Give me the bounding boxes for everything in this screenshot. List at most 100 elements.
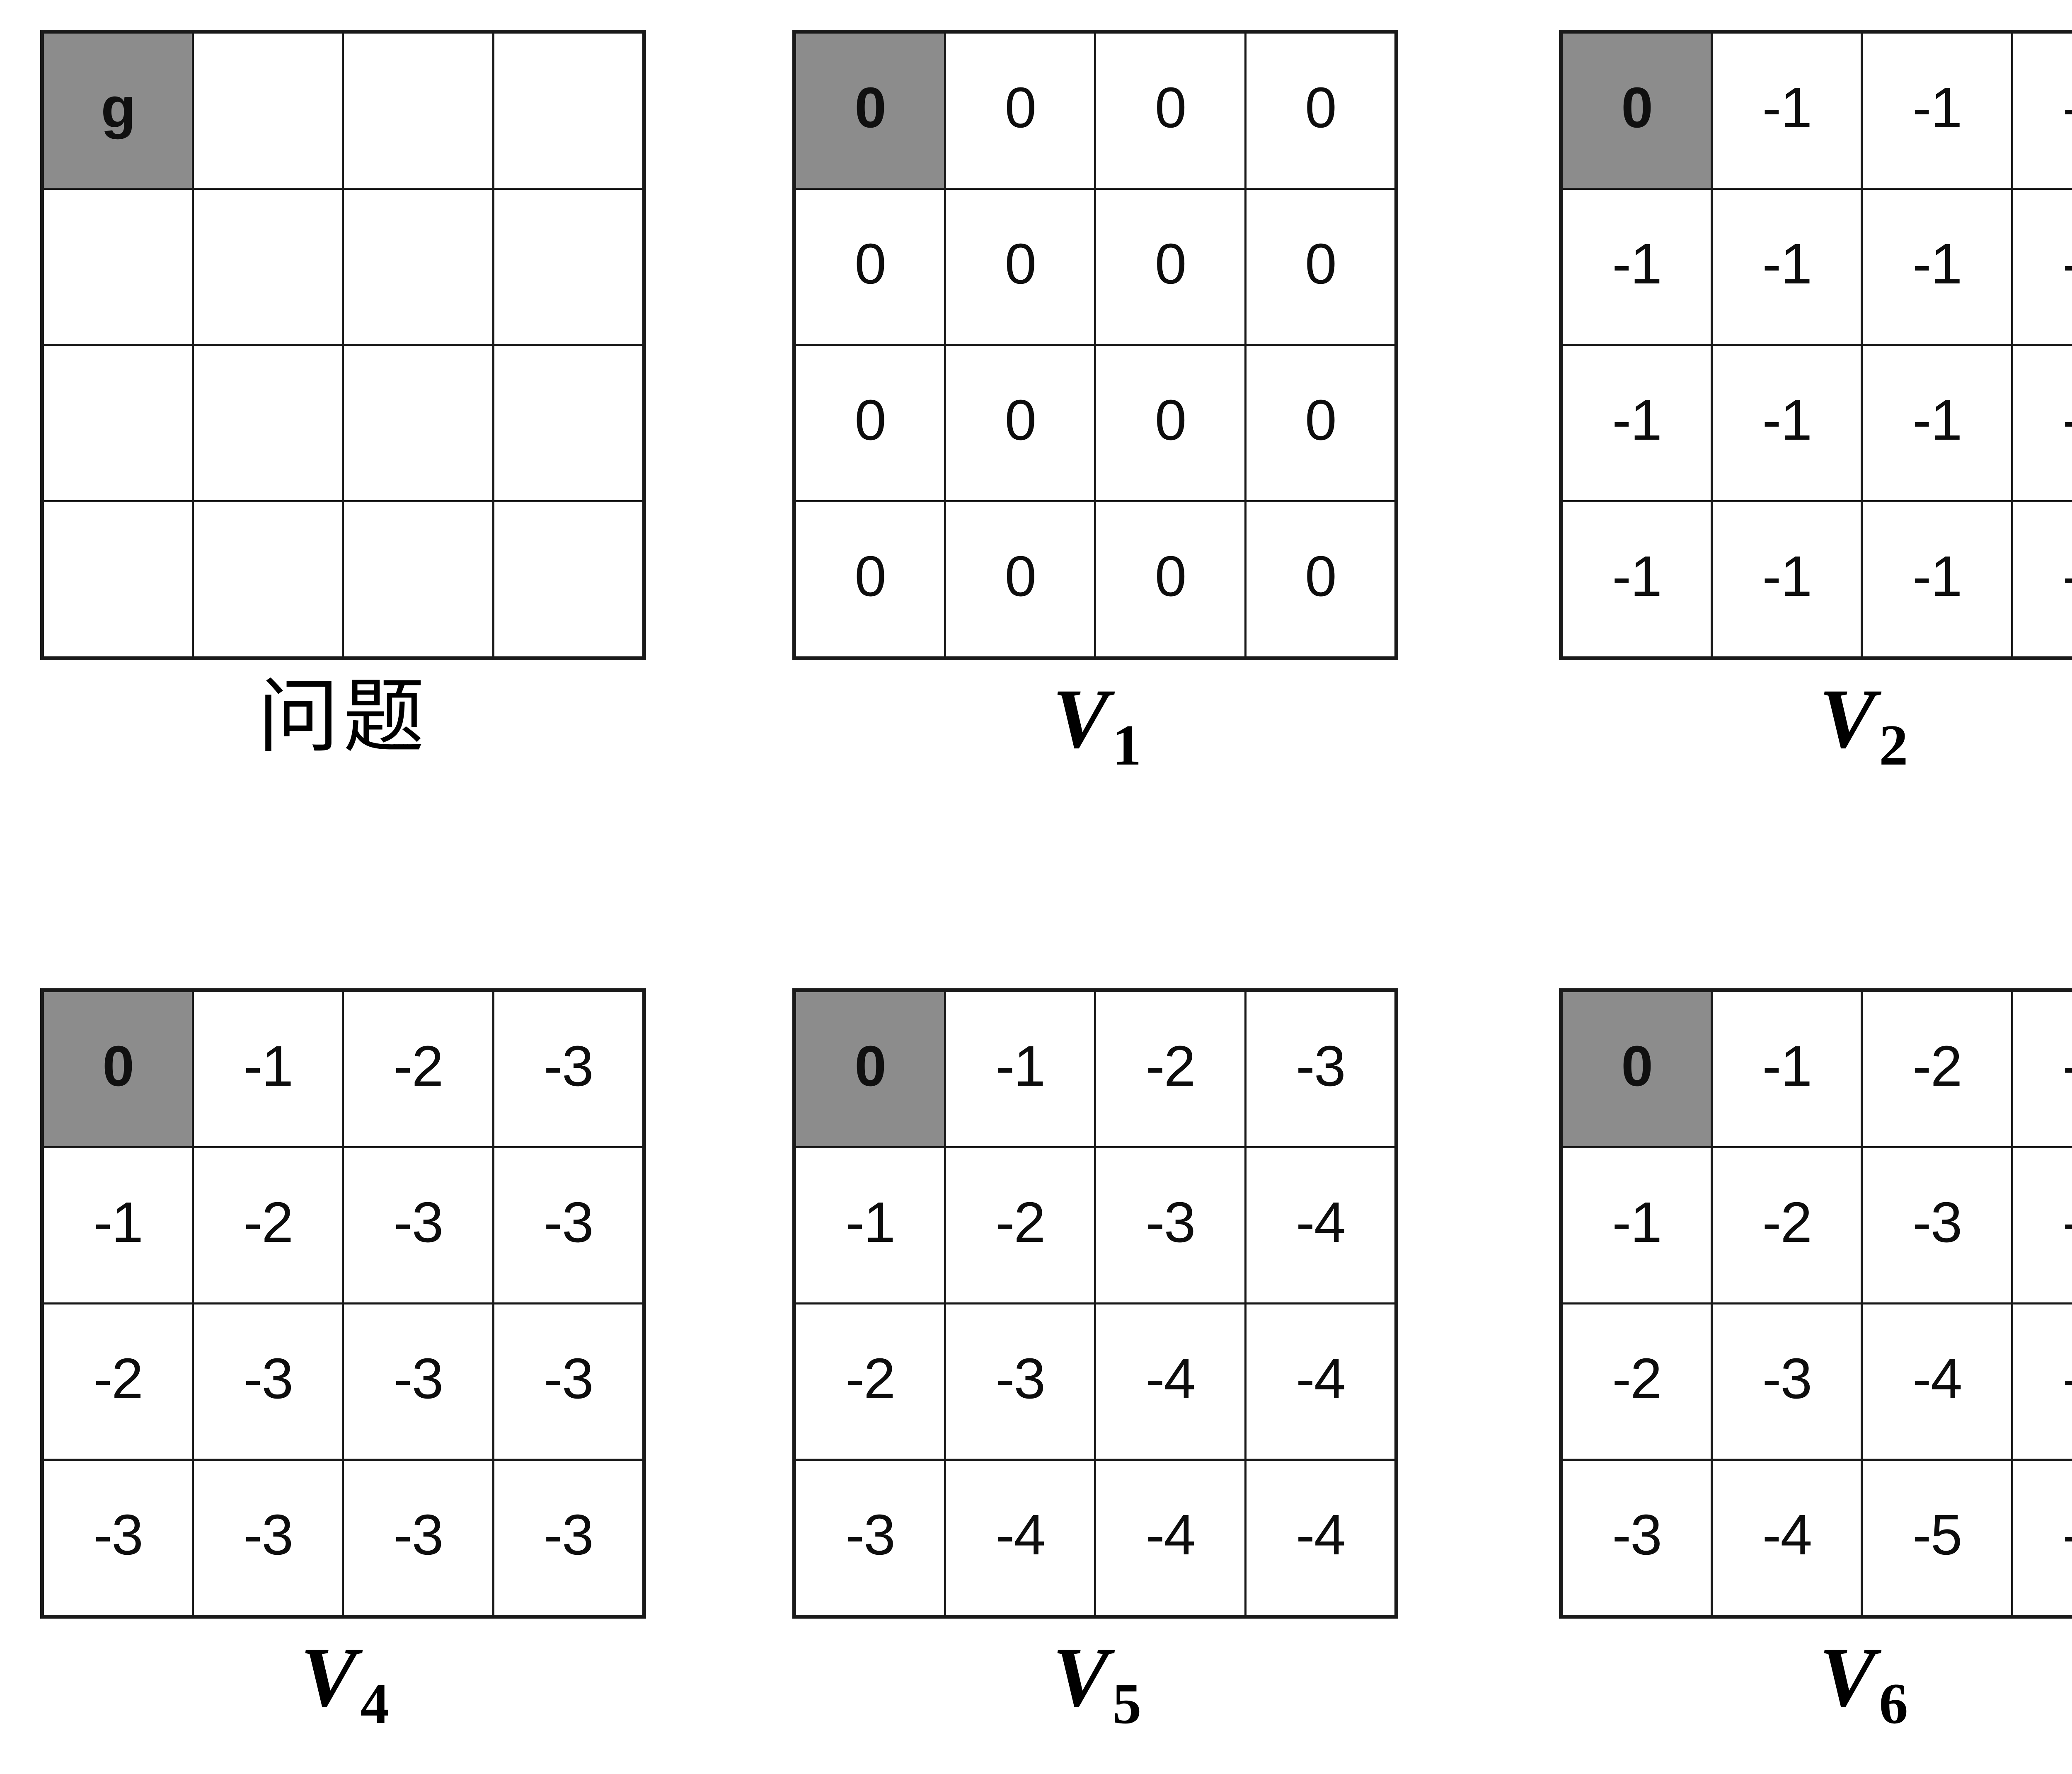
grid-cell: -1 xyxy=(1711,344,1863,502)
cell-value: 0 xyxy=(1155,388,1187,452)
grid-cell: -1 xyxy=(1861,188,2013,346)
grid-cell: -1 xyxy=(1861,344,2013,502)
grid-cell xyxy=(492,31,646,190)
grid-cell: -4 xyxy=(2011,1146,2072,1304)
panel-caption-v2: V2 xyxy=(1559,676,2072,774)
grid-cell: 0 xyxy=(1094,188,1247,346)
grid-cell: -3 xyxy=(1094,1146,1247,1304)
panel-caption-v1: V1 xyxy=(792,676,1398,774)
grid-cell: 0 xyxy=(1244,31,1398,190)
grid-cell xyxy=(41,188,194,346)
grid-cell xyxy=(342,31,494,190)
grid-cell: -3 xyxy=(793,1459,946,1618)
cell-value: -1 xyxy=(1612,545,1662,608)
grid-row: g xyxy=(41,31,646,190)
cell-value xyxy=(44,502,192,548)
cell-value: -2 xyxy=(93,1347,143,1411)
grid-row: 0 0 0 0 xyxy=(793,344,1398,502)
grid-cell: 0 xyxy=(1094,500,1247,659)
cell-value: 0 xyxy=(854,232,886,296)
grid-row: 0-1-1-1 xyxy=(1559,31,2072,190)
cell-value: -2 xyxy=(243,1191,293,1254)
cell-value: -3 xyxy=(544,1347,594,1411)
grid-cell: -1 xyxy=(41,1146,194,1304)
cell-value: -4 xyxy=(2013,1148,2072,1251)
grid-cell: -2 xyxy=(342,989,494,1148)
cell-value: -1 xyxy=(2013,190,2072,293)
caption-symbol: V xyxy=(1819,672,1876,766)
grid-row: 0 -1 -2 -3 xyxy=(41,989,646,1148)
cell-value: -4 xyxy=(1762,1503,1812,1567)
cell-value: -1 xyxy=(1762,545,1812,608)
goal-cell: 0 xyxy=(793,31,946,190)
grid-cell: -1 xyxy=(192,989,344,1148)
grid-row: 0-1-2-3 xyxy=(1559,989,2072,1148)
value-grid-problem: g xyxy=(40,30,646,660)
grid-cell: 0 xyxy=(1094,31,1247,190)
cell-value: -2 xyxy=(1762,1191,1812,1254)
grid-row: -1-1-1-1 xyxy=(1559,188,2072,346)
cell-value: -3 xyxy=(995,1347,1046,1411)
cell-value: 0 xyxy=(854,388,886,452)
grid-cell: -3 xyxy=(342,1459,494,1618)
grid-cell: -1 xyxy=(1711,188,1863,346)
grid-row: -3-3-3-3 xyxy=(41,1459,646,1618)
cell-value: -3 xyxy=(2013,992,2072,1095)
grid-cell: 0 xyxy=(944,500,1097,659)
grid-row xyxy=(41,500,646,659)
grid-cell: -4 xyxy=(1861,1302,2013,1461)
grid-cell xyxy=(41,500,194,659)
grid-cell xyxy=(492,188,646,346)
grid-row xyxy=(41,344,646,502)
cell-value: -1 xyxy=(1912,388,1963,452)
grid-cell: -2 xyxy=(1711,1146,1863,1304)
cell-value: -3 xyxy=(243,1503,293,1567)
grid-cell: -3 xyxy=(492,1459,646,1618)
cell-value xyxy=(344,502,492,548)
cell-value: -3 xyxy=(393,1191,444,1254)
grid-cell: -1 xyxy=(1861,500,2013,659)
cell-value: 0 xyxy=(1005,76,1036,140)
cell-value: -3 xyxy=(1145,1191,1196,1254)
cell-value: -1 xyxy=(1762,232,1812,296)
caption-symbol: V xyxy=(300,1630,357,1724)
cell-value: -1 xyxy=(995,1034,1046,1098)
cell-value: 0 xyxy=(1155,545,1187,608)
grid-cell: -3 xyxy=(492,989,646,1148)
cell-value xyxy=(494,502,642,548)
grid-cell: -3 xyxy=(944,1302,1097,1461)
grid-cell: -3 xyxy=(1711,1302,1863,1461)
grid-cell: -3 xyxy=(41,1459,194,1618)
cell-value xyxy=(194,502,342,548)
cell-value: 0 xyxy=(1305,76,1337,140)
cell-value: 0 xyxy=(854,545,886,608)
grid-cell xyxy=(342,500,494,659)
cell-value: 0 xyxy=(102,1034,134,1098)
cell-value: -4 xyxy=(1296,1503,1346,1567)
cell-value xyxy=(44,190,192,235)
cell-value: -1 xyxy=(1762,388,1812,452)
cell-value: -2 xyxy=(1612,1347,1662,1411)
cell-value: 0 xyxy=(1005,388,1036,452)
grid-cell xyxy=(192,344,344,502)
grid-row: -1-1-1-1 xyxy=(1559,344,2072,502)
cell-value: -4 xyxy=(995,1503,1046,1567)
value-grid-v5: 0-1-2-3-1-2-3-4-2-3-4-4-3-4-4-4 xyxy=(792,988,1398,1619)
grid-cell: 0 xyxy=(1244,188,1398,346)
grid-cell: -2 xyxy=(1094,989,1247,1148)
cell-value: -2 xyxy=(393,1034,444,1098)
cell-value: -1 xyxy=(93,1191,143,1254)
grid-cell: -4 xyxy=(1094,1302,1247,1461)
grid-cell: 0 xyxy=(793,188,946,346)
grid-cell: -5 xyxy=(2011,1302,2072,1461)
grid-cell xyxy=(192,500,344,659)
cell-value: 0 xyxy=(1305,232,1337,296)
cell-value: -2 xyxy=(995,1191,1046,1254)
cell-value: -2 xyxy=(1145,1034,1196,1098)
value-grid-v4: 0-1-2-3-1-2-3-3-2-3-3-3-3-3-3-3 xyxy=(40,988,646,1619)
cell-value: 0 xyxy=(1305,388,1337,452)
cell-value: -4 xyxy=(1296,1347,1346,1411)
grid-cell xyxy=(492,500,646,659)
